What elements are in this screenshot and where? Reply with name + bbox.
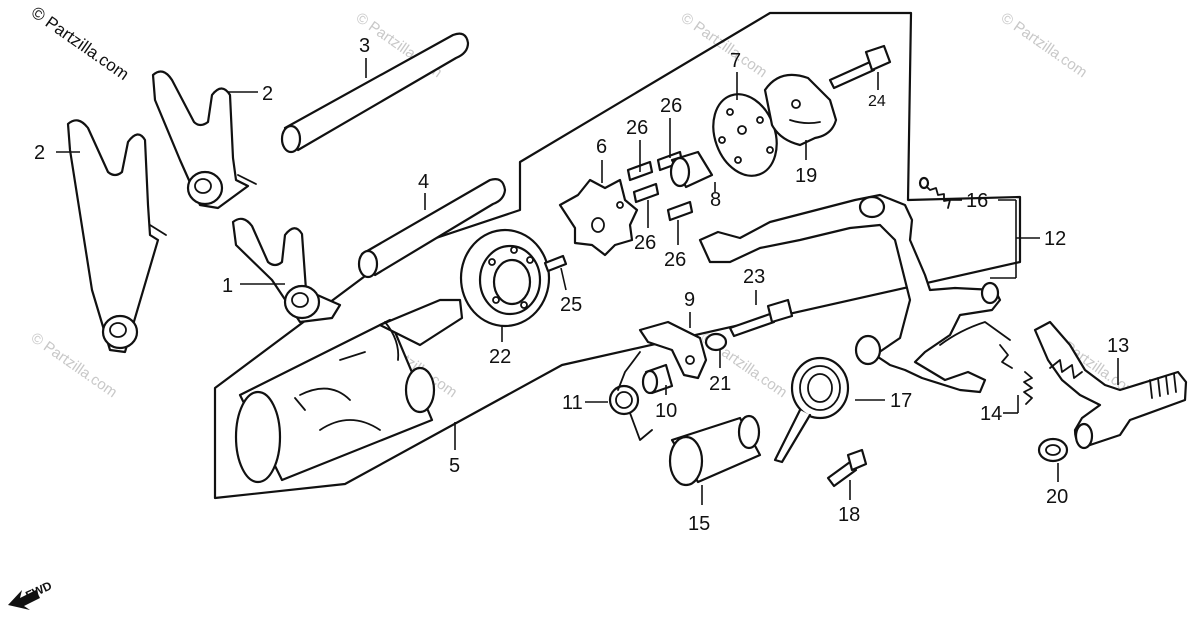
callout-8: 8	[710, 189, 721, 211]
drum-stopper-6	[558, 178, 639, 257]
collar-15	[668, 414, 762, 487]
stud-18	[826, 448, 868, 488]
fwd-arrow: FWD	[8, 578, 54, 610]
washer-21	[704, 332, 728, 352]
callout-26: 26	[634, 232, 656, 254]
spring-14	[1023, 371, 1033, 405]
callout-24: 24	[868, 93, 886, 110]
callout-2: 2	[34, 142, 45, 164]
assembly-boundary	[213, 11, 1022, 500]
spring-17	[773, 356, 850, 464]
callout-23: 23	[743, 266, 765, 288]
callout-5: 5	[449, 455, 460, 477]
callout-26: 26	[626, 117, 648, 139]
callout-1: 1	[222, 275, 233, 297]
shaft-3	[280, 32, 470, 154]
spring-11	[608, 351, 653, 441]
bearing-22	[459, 228, 551, 328]
callout-4: 4	[418, 171, 429, 193]
callout-17: 17	[890, 390, 912, 412]
leader-lines	[56, 58, 1119, 505]
callout-18: 18	[838, 504, 860, 526]
callout-20: 20	[1046, 486, 1068, 508]
callout-13: 13	[1107, 335, 1129, 357]
brand-watermark: © Partzilla.com	[28, 3, 133, 84]
fwd-label: FWD	[23, 578, 54, 602]
callout-21: 21	[709, 373, 731, 395]
callout-26: 26	[664, 249, 686, 271]
bolt-24	[828, 44, 892, 90]
plate-7	[712, 93, 778, 177]
pin-25	[543, 254, 568, 273]
collar-8	[669, 150, 714, 189]
callout-3: 3	[359, 35, 370, 57]
callout-12: 12	[1044, 228, 1066, 250]
callout-19: 19	[795, 165, 817, 187]
callout-10: 10	[655, 400, 677, 422]
shift-drum-5	[234, 298, 464, 484]
callout-6: 6	[596, 136, 607, 158]
cam-plate-19	[763, 73, 838, 147]
washer-20	[1037, 437, 1069, 463]
callout-9: 9	[684, 289, 695, 311]
shift-fork-1	[231, 217, 342, 324]
shift-arm-12	[698, 193, 1013, 394]
callout-22: 22	[489, 346, 511, 368]
shift-fork-2-right	[151, 70, 257, 210]
callout-7: 7	[730, 50, 741, 72]
bolt-23	[728, 298, 794, 338]
callout-14: 14	[980, 403, 1002, 425]
callout-26: 26	[660, 95, 682, 117]
callout-16: 16	[966, 190, 988, 212]
callout-labels: 1 2 2 3 4 5 6 7 8 9 10 11 12 13 14 15 16…	[34, 35, 1129, 535]
shaft-4	[357, 178, 507, 279]
collar-10	[641, 363, 674, 395]
bracket-9	[638, 320, 708, 380]
gearshift-spindle-13	[1033, 320, 1188, 450]
callout-15: 15	[688, 513, 710, 535]
shift-fork-2-left	[66, 119, 167, 354]
callout-2: 2	[262, 83, 273, 105]
callout-11: 11	[562, 392, 583, 414]
watermark-text: © Partzilla.com	[998, 9, 1091, 81]
spring-16	[918, 176, 951, 209]
callout-25: 25	[560, 294, 582, 316]
